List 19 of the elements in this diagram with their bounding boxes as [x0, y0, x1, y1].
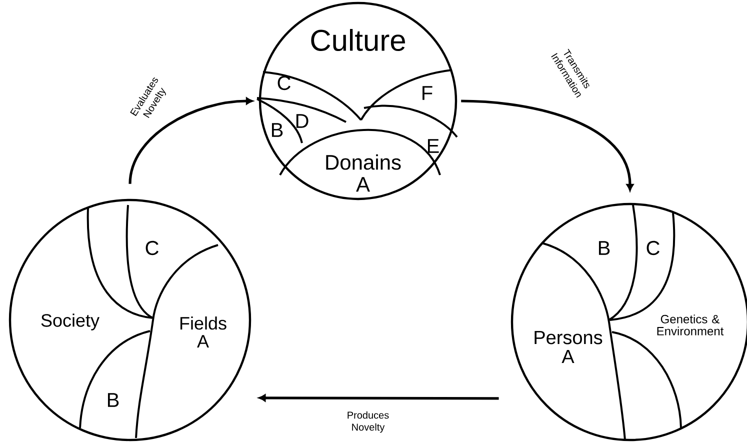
region-label: Society: [41, 314, 100, 330]
region-label: Persons A: [534, 330, 602, 364]
region-label: B: [272, 123, 283, 137]
arrow: [258, 394, 499, 402]
region-label: B: [108, 393, 119, 407]
region-label: D: [296, 114, 308, 128]
region-label: F: [422, 86, 432, 100]
arrow: [461, 100, 634, 191]
edge-label: Produces Novelty: [348, 411, 389, 433]
region-label: C: [278, 76, 290, 90]
region-label: Donains A: [326, 154, 401, 192]
region-label: C: [146, 240, 158, 256]
region-label: E: [428, 139, 439, 153]
region-label: C: [646, 240, 660, 256]
region-label: Fields A: [180, 316, 226, 348]
region-label: Culture: [311, 28, 405, 52]
arrow: [128, 97, 253, 184]
region-label: Genetics & Environment: [657, 314, 724, 336]
region-label: B: [598, 241, 610, 255]
